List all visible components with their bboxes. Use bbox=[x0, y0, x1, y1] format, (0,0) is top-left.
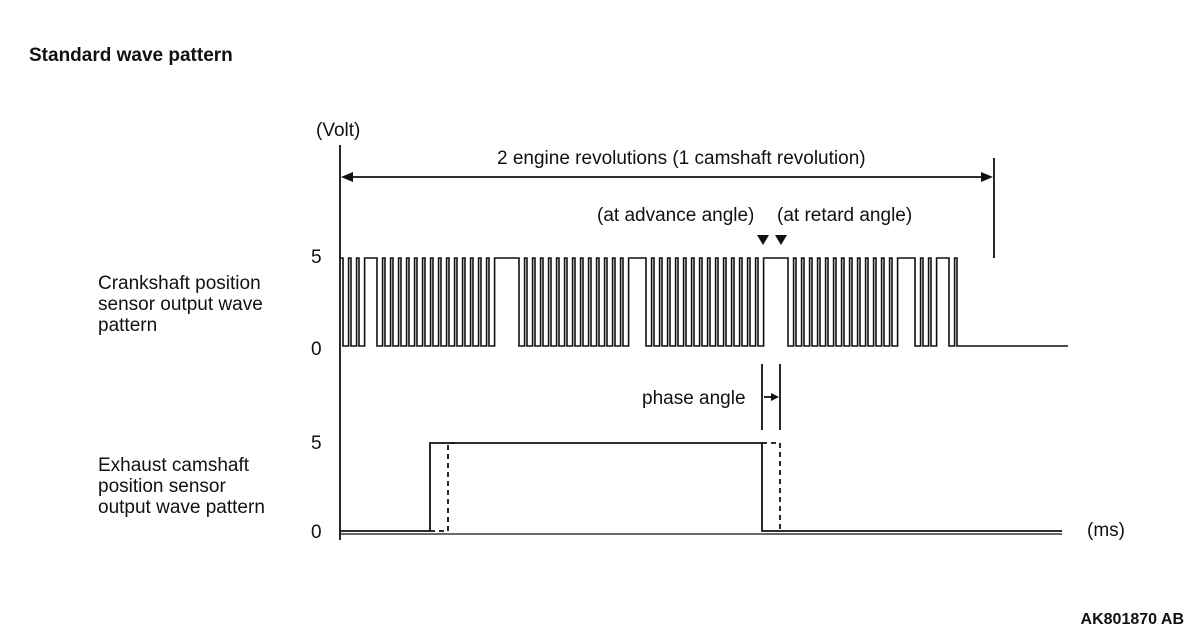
cam-label-line: Exhaust camshaft bbox=[98, 455, 250, 476]
retard-marker bbox=[775, 235, 787, 245]
cam-wave-retard-rise bbox=[430, 442, 456, 532]
crank-label-line: Crankshaft position bbox=[98, 273, 261, 294]
crank-low-tick-label: 0 bbox=[311, 339, 322, 360]
cam-wave-advance bbox=[340, 442, 1062, 532]
crank-high-tick-label: 5 bbox=[311, 247, 322, 268]
cam-wave-retard-fall bbox=[762, 442, 781, 531]
advance-marker bbox=[757, 235, 769, 245]
crank-label-line: pattern bbox=[98, 315, 158, 336]
crank-wave bbox=[340, 257, 1068, 347]
phase-arrow-head bbox=[771, 393, 779, 401]
cam-label-line: position sensor bbox=[98, 476, 226, 497]
diagram-title: Standard wave pattern bbox=[29, 45, 233, 66]
figure-code: AK801870 AB bbox=[1080, 611, 1184, 628]
cam-low-tick-label: 0 bbox=[311, 522, 322, 543]
phase-angle-label: phase angle bbox=[642, 388, 746, 409]
y-unit-label: (Volt) bbox=[316, 120, 361, 141]
cam-high-tick-label: 5 bbox=[311, 433, 322, 454]
crank-sensor-label: Crankshaft position sensor output wave p… bbox=[98, 273, 298, 336]
cam-label-line: output wave pattern bbox=[98, 497, 265, 518]
span-arrow-left-head bbox=[341, 172, 353, 182]
crank-label-line: sensor output wave bbox=[98, 294, 263, 315]
x-unit-label: (ms) bbox=[1087, 520, 1125, 541]
cam-sensor-label: Exhaust camshaft position sensor output … bbox=[98, 455, 298, 518]
span-arrow-right-head bbox=[981, 172, 993, 182]
span-label: 2 engine revolutions (1 camshaft revolut… bbox=[497, 148, 866, 169]
retard-angle-label: (at retard angle) bbox=[777, 205, 913, 226]
advance-angle-label: (at advance angle) bbox=[597, 205, 755, 226]
